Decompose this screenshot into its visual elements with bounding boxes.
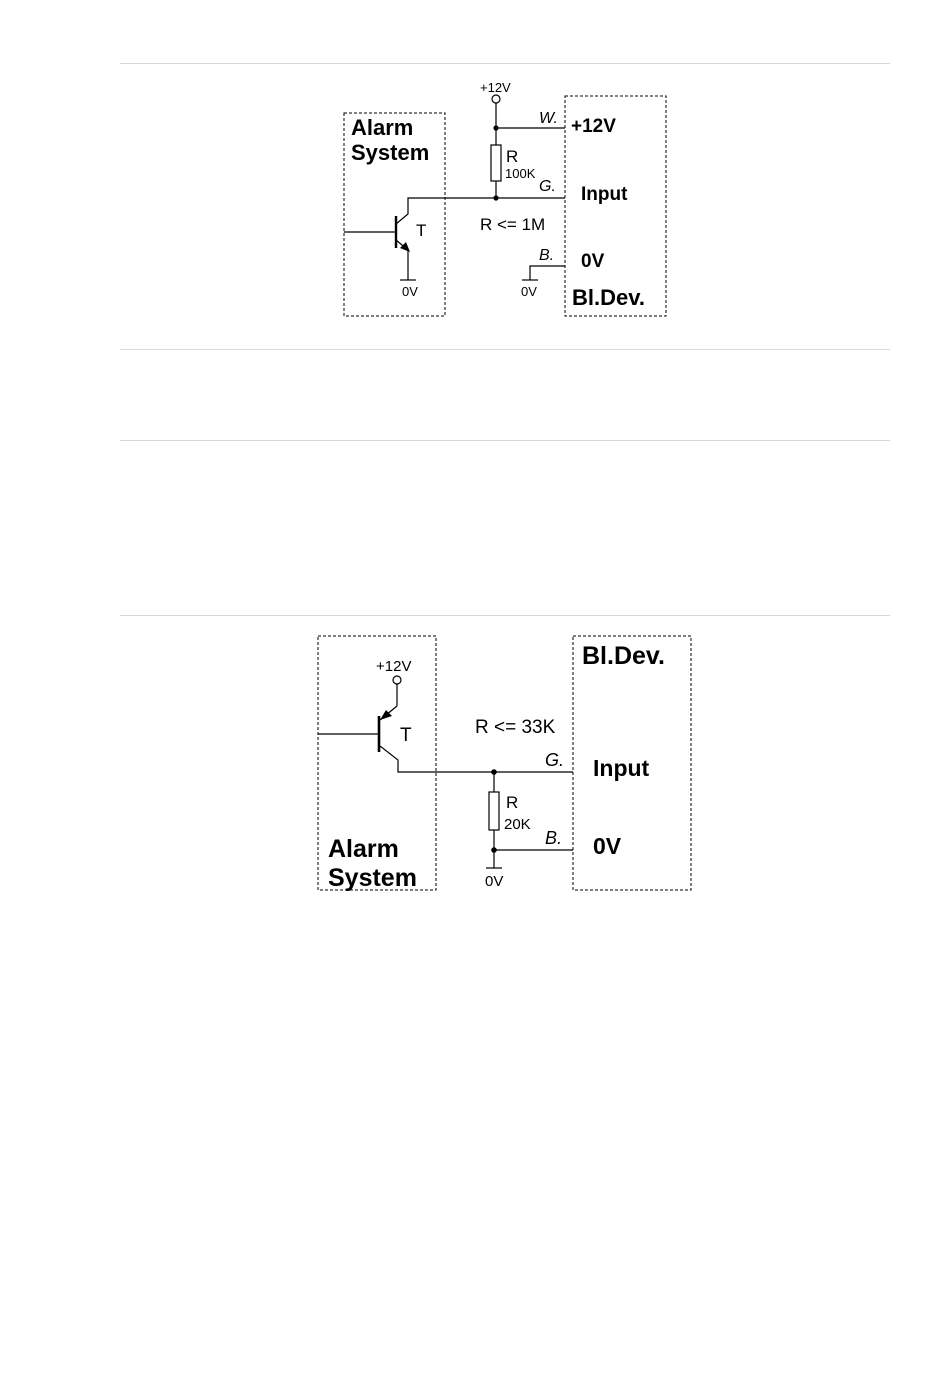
pin-ground-label: 0V bbox=[581, 251, 605, 272]
resistor-value: 100K bbox=[505, 166, 536, 181]
supply-terminal bbox=[492, 95, 500, 103]
pin-input-label: Input bbox=[593, 755, 650, 781]
alarm-system-label: Alarm bbox=[328, 835, 399, 863]
ground-label: 0V bbox=[402, 284, 418, 299]
alarm-system-label: Alarm bbox=[351, 115, 413, 140]
ground-label: 0V bbox=[521, 284, 537, 299]
supply-label: +12V bbox=[376, 658, 411, 675]
circuit-diagram-pull-down: Bl.Dev. +12V T R <= 33K R 20K 0V G. B. I… bbox=[0, 600, 950, 920]
resistor-limit: R <= 33K bbox=[475, 717, 556, 738]
supply-terminal bbox=[393, 676, 401, 684]
pin-input-label: Input bbox=[581, 184, 628, 205]
transistor-label: T bbox=[400, 725, 412, 746]
circuit-diagram-pull-up: Alarm System 0V T +12V R 100K R <= 1M W.… bbox=[0, 0, 950, 340]
device-label: Bl.Dev. bbox=[572, 285, 645, 310]
device-label: Bl.Dev. bbox=[582, 642, 665, 670]
wire-g-label: G. bbox=[539, 178, 556, 195]
wire-b-label: B. bbox=[545, 828, 562, 848]
wire-b-label: B. bbox=[539, 247, 554, 264]
alarm-system-label: System bbox=[328, 864, 417, 892]
separator-rule bbox=[120, 349, 890, 350]
device-ground-wire bbox=[530, 266, 565, 280]
pin-ground-label: 0V bbox=[593, 833, 622, 859]
resistor-name: R bbox=[506, 793, 518, 812]
ground-label: 0V bbox=[485, 873, 503, 890]
separator-rule bbox=[120, 440, 890, 441]
pull-up-resistor bbox=[491, 145, 501, 181]
alarm-system-label: System bbox=[351, 140, 429, 165]
transistor-label: T bbox=[416, 221, 426, 240]
junction-dot bbox=[493, 195, 498, 200]
resistor-name: R bbox=[506, 147, 518, 166]
wire-w-label: W. bbox=[539, 110, 558, 127]
resistor-limit: R <= 1M bbox=[480, 215, 545, 234]
wire-g-label: G. bbox=[545, 750, 564, 770]
pin-supply-label: +12V bbox=[571, 116, 616, 137]
pull-down-resistor bbox=[489, 792, 499, 830]
resistor-value: 20K bbox=[504, 816, 531, 833]
supply-label: +12V bbox=[480, 80, 511, 95]
